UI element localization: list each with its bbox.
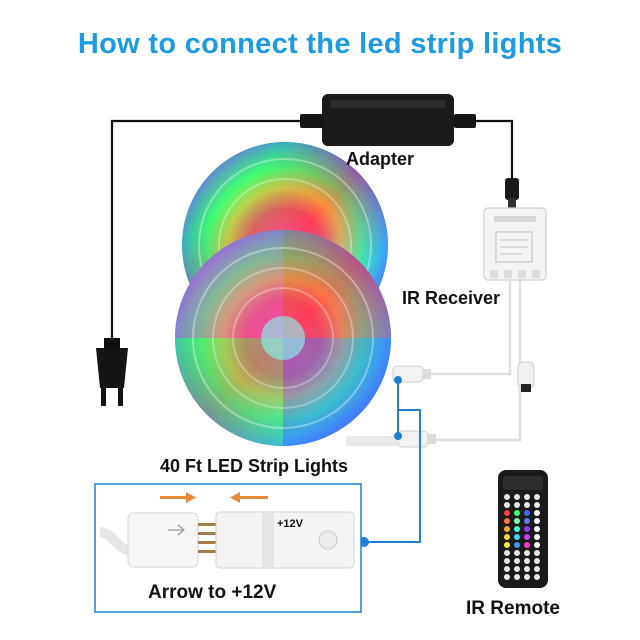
- remote-button: [534, 534, 540, 540]
- remote-button: [524, 510, 530, 516]
- remote-button: [504, 526, 510, 532]
- remote-button: [524, 494, 530, 500]
- ir-receiver-label: IR Receiver: [402, 288, 501, 308]
- remote-button: [524, 526, 530, 532]
- remote-button: [534, 518, 540, 524]
- remote-button: [524, 502, 530, 508]
- remote-button: [504, 494, 510, 500]
- remote-button: [534, 494, 540, 500]
- remote-button: [534, 550, 540, 556]
- remote-button: [514, 502, 520, 508]
- remote-button: [504, 558, 510, 564]
- remote-button: [534, 566, 540, 572]
- adapter-cables: [110, 119, 514, 340]
- remote-button: [514, 518, 520, 524]
- remote-button: [504, 510, 510, 516]
- remote-button: [524, 534, 530, 540]
- remote-button: [514, 542, 520, 548]
- remote-button: [534, 502, 540, 508]
- ir-receiver-box: [483, 207, 547, 281]
- remote-button: [504, 518, 510, 524]
- ir-remote: [498, 470, 548, 588]
- remote-button: [514, 494, 520, 500]
- strip-label: 40 Ft LED Strip Lights: [160, 456, 349, 476]
- remote-button: [524, 550, 530, 556]
- remote-button: [504, 574, 510, 580]
- orange-arrows: [160, 492, 268, 503]
- remote-button: [534, 542, 540, 548]
- ir-sensor: [517, 361, 535, 392]
- dc-connector: [505, 178, 519, 208]
- connector-pins: [198, 523, 216, 553]
- remote-button: [504, 542, 510, 548]
- remote-button: [524, 574, 530, 580]
- power-adapter: [300, 94, 476, 146]
- remote-button: [514, 510, 520, 516]
- page-title: How to connect the led strip lights: [77, 28, 563, 60]
- plus12v-label: +12V: [277, 518, 303, 530]
- remote-button: [514, 558, 520, 564]
- remote-button: [504, 502, 510, 508]
- remote-button: [524, 518, 530, 524]
- remote-button: [514, 534, 520, 540]
- adapter-label: Adapter: [346, 149, 415, 169]
- remote-button: [524, 558, 530, 564]
- remote-button: [514, 574, 520, 580]
- remote-button: [534, 574, 540, 580]
- remote-button: [514, 550, 520, 556]
- ir-remote-label: IR Remote: [466, 598, 560, 619]
- remote-button: [504, 566, 510, 572]
- remote-button: [534, 526, 540, 532]
- wall-plug: [96, 338, 128, 406]
- remote-button: [504, 550, 510, 556]
- arrow-hint-label: Arrow to +12V: [148, 582, 277, 603]
- remote-button: [524, 566, 530, 572]
- remote-button: [504, 534, 510, 540]
- remote-button: [514, 566, 520, 572]
- connector-lines: [359, 376, 421, 547]
- connector-detail-box: [94, 483, 362, 613]
- led-reel-front: [175, 230, 391, 446]
- remote-button-grid: [504, 494, 540, 580]
- remote-button: [534, 510, 540, 516]
- receiver-cables: [430, 280, 522, 442]
- remote-button: [524, 542, 530, 548]
- remote-button: [534, 558, 540, 564]
- remote-button: [514, 526, 520, 532]
